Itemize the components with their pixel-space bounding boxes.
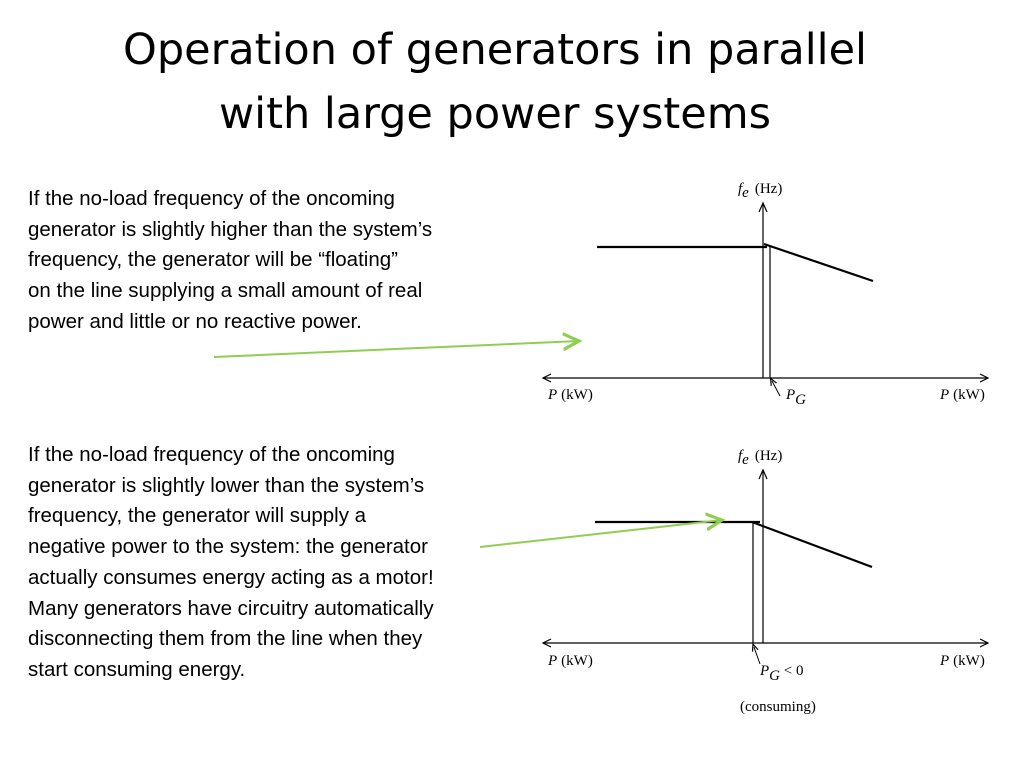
paragraph-line: If the no-load frequency of the oncoming xyxy=(28,187,395,210)
pg-label: PG < 0 xyxy=(759,663,803,684)
slide-title: Operation of generators in parallel with… xyxy=(40,18,950,146)
frequency-axis-arrowhead xyxy=(758,468,768,480)
frequency-axis-label: fe(Hz) xyxy=(738,448,782,468)
paragraph-line: If the no-load frequency of the oncoming xyxy=(28,443,395,466)
slide-title-line-2: with large power systems xyxy=(219,89,771,139)
frequency-axis-arrowhead xyxy=(758,201,768,213)
consuming-caption: (consuming) xyxy=(740,699,816,715)
paragraph-line: actually consumes energy acting as a mot… xyxy=(28,565,434,589)
paragraph-line: disconnecting them from the line when th… xyxy=(28,627,423,651)
frequency-axis-label: fe(Hz) xyxy=(738,181,782,201)
diagram-consuming: fe(Hz) P(kW) P(kW) PG < 0 (consuming) xyxy=(541,448,990,715)
green-arrow-to-diagram-2 xyxy=(479,520,722,548)
paragraph-higher-frequency: If the no-load frequency of the oncoming… xyxy=(28,184,508,338)
paragraph-line: negative power to the system: the genera… xyxy=(28,535,428,559)
pg-label: PG xyxy=(785,387,806,408)
axis-arrowhead-left xyxy=(541,638,552,648)
slide-title-line-1: Operation of generators in parallel xyxy=(122,25,868,75)
paragraph-line: frequency, the generator will supply a xyxy=(28,504,367,528)
paragraph-line: generator is slightly higher than the sy… xyxy=(28,217,433,241)
paragraph-line: Many generators have circuitry automatic… xyxy=(28,596,434,620)
right-power-axis-label: P(kW) xyxy=(939,387,985,403)
paragraph-line: frequency, the generator will be “floati… xyxy=(28,248,398,272)
pg-pointer xyxy=(754,647,761,665)
left-power-axis-label: P(kW) xyxy=(547,653,593,669)
right-power-axis-label: P(kW) xyxy=(939,653,985,669)
paragraph-lower-frequency: If the no-load frequency of the oncoming… xyxy=(28,440,508,686)
green-arrow-to-diagram-1 xyxy=(213,341,579,358)
axis-arrowhead-left xyxy=(541,373,552,383)
left-power-axis-label: P(kW) xyxy=(547,387,593,403)
paragraph-line: start consuming energy. xyxy=(28,657,246,681)
paragraph-line: power and little or no reactive power. xyxy=(28,309,362,333)
axis-arrowhead-right xyxy=(979,638,990,648)
paragraph-line: on the line supplying a small amount of … xyxy=(28,279,423,303)
pg-pointer xyxy=(772,381,781,397)
axis-arrowhead-right xyxy=(979,373,990,383)
generator-droop-line xyxy=(763,242,874,283)
paragraph-line: generator is slightly lower than the sys… xyxy=(28,473,425,497)
diagram-floating: fe(Hz) P(kW) P(kW) PG xyxy=(541,181,990,408)
generator-droop-line xyxy=(751,520,873,569)
